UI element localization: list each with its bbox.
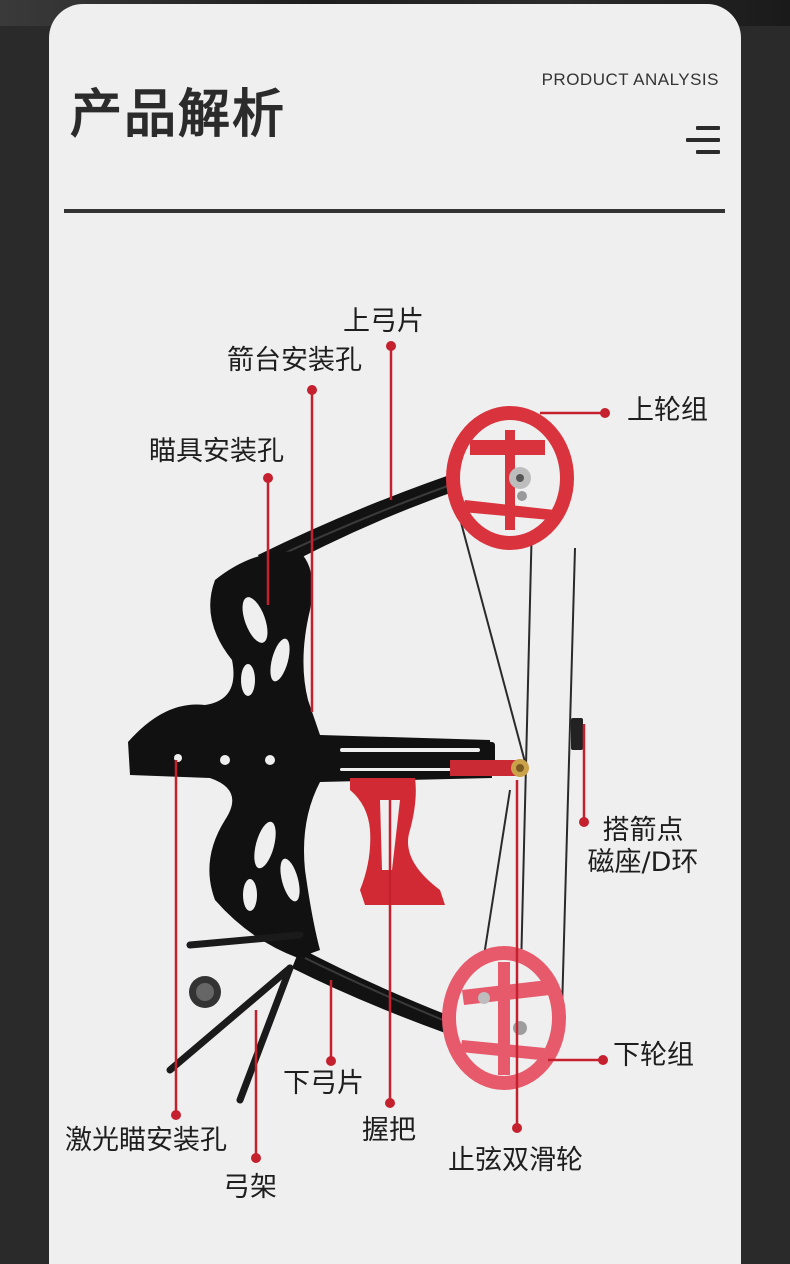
grip [350, 778, 445, 905]
upper-cam [446, 406, 574, 550]
page-subtitle: PRODUCT ANALYSIS [541, 70, 719, 89]
label-nocking-point: 搭箭点 磁座/D环 [582, 815, 704, 880]
label-lower-limb: 下弓片 [283, 1068, 364, 1099]
label-nocking-point-line1: 搭箭点 [602, 815, 684, 846]
riser-cutouts [174, 597, 480, 911]
label-arrow-rest-hole: 箭台安装孔 [227, 345, 362, 376]
bow-stand [166, 931, 304, 1104]
label-string-stop: 止弦双滑轮 [448, 1145, 583, 1176]
label-lower-cam: 下轮组 [613, 1040, 694, 1071]
callout-lines [174, 346, 605, 1158]
label-bow-stand: 弓架 [223, 1172, 277, 1203]
label-upper-limb: 上弓片 [343, 306, 424, 337]
label-laser-sight-hole: 激光瞄安装孔 [65, 1125, 227, 1156]
content-card [49, 4, 741, 1264]
string-stop-roller [450, 759, 529, 777]
nocking-point [571, 718, 583, 750]
hamburger-menu-icon[interactable] [684, 124, 720, 160]
label-nocking-point-line2: 磁座/D环 [587, 847, 699, 879]
label-sight-hole: 瞄具安装孔 [149, 436, 284, 467]
header-divider [64, 209, 725, 213]
label-upper-cam: 上轮组 [627, 395, 708, 426]
callout-dots [171, 341, 610, 1163]
upper-limb [258, 462, 500, 575]
label-grip: 握把 [362, 1115, 416, 1146]
page-title: 产品解析 [70, 85, 287, 145]
lower-cam [442, 946, 566, 1090]
